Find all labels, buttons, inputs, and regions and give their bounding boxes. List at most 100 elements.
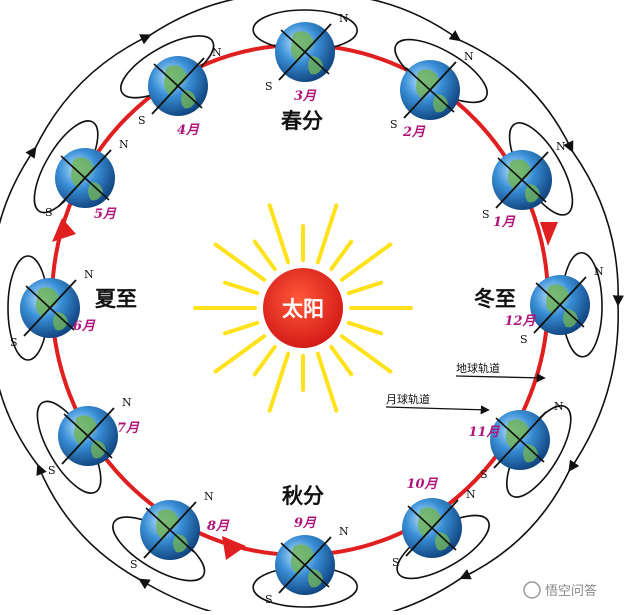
earth-land — [506, 419, 529, 450]
moon-orbit-connector — [370, 0, 462, 42]
sun-label: 太阳 — [282, 296, 324, 321]
north-pole-label: N — [212, 46, 222, 59]
orbit-direction-arrow — [540, 222, 558, 246]
month-label: 6月 — [73, 319, 96, 334]
earth-land — [563, 309, 578, 328]
sun-ray — [315, 203, 339, 265]
north-pole-label: N — [119, 138, 129, 151]
month-label: 8月 — [207, 519, 230, 534]
watermark-logo-icon — [523, 581, 541, 599]
earth-land — [416, 69, 439, 100]
earth-land — [291, 31, 314, 62]
earth-orbit-pointer — [455, 373, 546, 383]
sun-ray — [329, 344, 354, 377]
moon-orbit-connector — [149, 0, 235, 37]
south-pole-label: S — [45, 206, 53, 219]
sun-ray — [223, 280, 260, 296]
south-pole-label: S — [480, 468, 488, 481]
earth-equator — [153, 63, 203, 109]
earth-land — [523, 444, 538, 463]
south-pole-label: S — [265, 593, 273, 606]
earth-land — [164, 65, 187, 96]
earth-land — [91, 440, 106, 459]
earth-equator — [405, 67, 455, 113]
earth-land — [308, 56, 323, 75]
month-label: 12月 — [504, 314, 536, 329]
earth-equator — [25, 285, 75, 331]
earth-land — [308, 569, 323, 588]
season-label-autumn-equinox: 秋分 — [282, 483, 324, 508]
earth-land — [156, 509, 179, 540]
moon-orbit-label: 月球轨道 — [386, 392, 430, 406]
sun-ray — [346, 280, 383, 296]
sun-disc — [263, 268, 343, 348]
sun: 太阳 — [193, 203, 413, 413]
orbit-direction-arrow — [222, 536, 246, 560]
moon-orbit-connector — [138, 578, 228, 615]
month-label: 7月 — [117, 421, 140, 436]
earth-land — [71, 157, 94, 188]
north-pole-label: N — [339, 12, 349, 25]
sun-ray — [346, 320, 383, 336]
month-label: 11月 — [468, 425, 500, 440]
earth-land — [181, 90, 196, 109]
south-pole-label: S — [138, 114, 146, 127]
sun-ray — [252, 344, 277, 377]
moon-orbit-connector — [0, 388, 39, 467]
north-pole-label: N — [466, 488, 476, 501]
south-pole-label: S — [390, 118, 398, 131]
north-pole-label: N — [464, 50, 474, 63]
moon-orbit-connector — [458, 39, 574, 153]
earth-land — [418, 507, 441, 538]
earth-land — [53, 312, 68, 331]
moon-orbit-connector — [568, 304, 619, 472]
sun-ray — [252, 239, 277, 272]
earth-land — [508, 159, 531, 190]
earth-month-6: N S 6月 — [10, 268, 96, 349]
orbit-direction-arrow — [52, 218, 76, 242]
earth-land — [546, 284, 569, 315]
south-pole-label: S — [10, 336, 18, 349]
earth-land — [173, 534, 188, 553]
moon-orbit-connector — [0, 146, 37, 225]
earth-land — [88, 182, 103, 201]
sun-ray — [339, 334, 393, 374]
earth-land — [525, 184, 540, 203]
earth-equator — [495, 417, 545, 463]
north-pole-label: N — [204, 490, 214, 503]
sun-ray — [223, 320, 260, 336]
month-label: 2月 — [402, 125, 426, 140]
sun-ray — [315, 351, 339, 413]
earth-equator — [407, 505, 457, 551]
earth-equator — [535, 282, 585, 328]
earth-equator — [497, 157, 547, 203]
north-pole-label: N — [122, 396, 132, 409]
north-pole-label: N — [594, 265, 604, 278]
moon-orbit-connector — [459, 469, 571, 580]
sun-ray — [339, 242, 393, 282]
earth-land — [433, 94, 448, 113]
earth-equator — [145, 507, 195, 553]
moon-orbit-connector — [36, 463, 141, 581]
earth-equator — [280, 29, 330, 75]
season-label-summer-solstice: 夏至 — [95, 286, 137, 311]
sun-rays — [193, 203, 413, 413]
south-pole-label: S — [482, 208, 490, 221]
north-pole-label: N — [554, 400, 564, 413]
earth-orbit-callout: 地球轨道 — [455, 361, 546, 383]
watermark: 悟空问答 — [523, 581, 597, 599]
earth-land — [435, 532, 450, 551]
north-pole-label: N — [84, 268, 94, 281]
south-pole-label: S — [520, 333, 528, 346]
north-pole-label: N — [339, 525, 349, 538]
earth-equator — [63, 413, 113, 459]
